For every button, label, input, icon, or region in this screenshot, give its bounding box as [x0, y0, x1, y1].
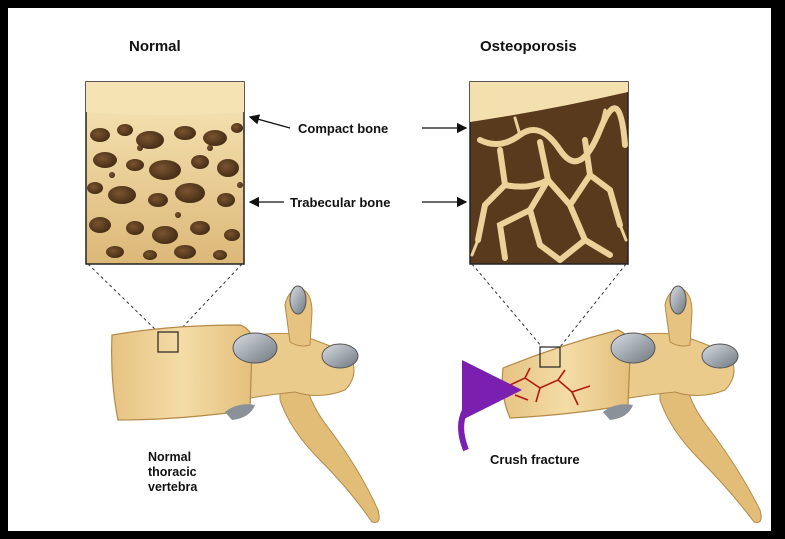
osteoporotic-vertebra — [502, 286, 761, 523]
crush-arrow — [461, 390, 498, 450]
normal-vertebra-line1: Normal — [148, 450, 197, 465]
osteoporosis-title: Osteoporosis — [480, 38, 577, 55]
normal-vertebra-line3: vertebra — [148, 480, 197, 495]
osteoporosis-bone-closeup — [470, 82, 628, 264]
crush-fracture-label: Crush fracture — [490, 452, 580, 467]
normal-bone-closeup — [86, 82, 244, 264]
normal-vertebra-line2: thoracic — [148, 465, 197, 480]
normal-title: Normal — [129, 38, 181, 55]
trabecular-bone-label: Trabecular bone — [290, 195, 390, 210]
compact-bone-label: Compact bone — [298, 121, 388, 136]
normal-vertebra-caption: Normal thoracic vertebra — [148, 450, 197, 495]
